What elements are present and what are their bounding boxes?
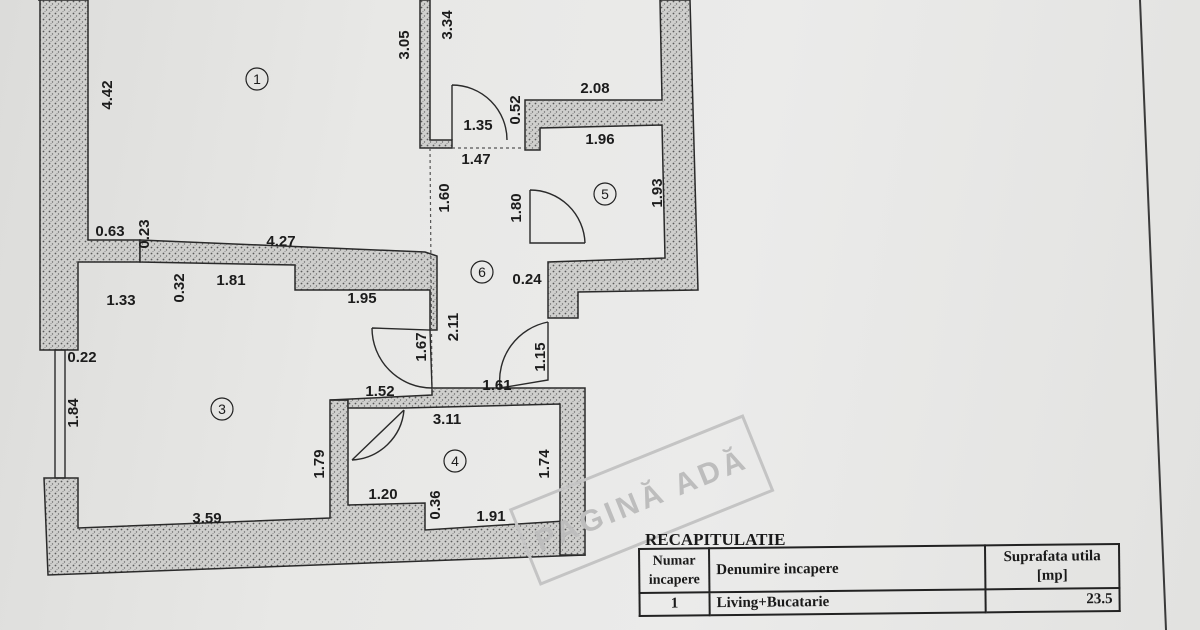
dim-label: 1.91 bbox=[476, 508, 505, 525]
dim-label: 3.59 bbox=[192, 510, 221, 527]
recap-table: Numar incapere Denumire incapere Suprafa… bbox=[638, 543, 1121, 617]
svg-text:4: 4 bbox=[451, 453, 459, 469]
row-name: Living+Bucatarie bbox=[709, 589, 986, 616]
room-marker-4: 4 bbox=[443, 449, 467, 473]
dim-label: 1.60 bbox=[436, 183, 453, 212]
dim-label: 1.33 bbox=[106, 292, 135, 309]
door-room3 bbox=[371, 327, 433, 389]
door-room4 bbox=[351, 409, 405, 461]
wall-room4-top bbox=[329, 387, 586, 556]
room-marker-5: 5 bbox=[593, 182, 617, 206]
dim-label: 2.11 bbox=[445, 313, 462, 341]
dim-label: 1.74 bbox=[536, 449, 553, 479]
dim-label: 0.32 bbox=[171, 273, 188, 302]
row-area: 23.5 bbox=[985, 587, 1120, 613]
svg-text:3: 3 bbox=[218, 401, 226, 417]
dim-label: 0.63 bbox=[95, 223, 124, 240]
page-frame-line bbox=[1139, 0, 1167, 630]
dim-label: 1.84 bbox=[65, 398, 82, 428]
recap-title: RECAPITULATIE bbox=[645, 530, 786, 549]
dim-label: 2.08 bbox=[580, 80, 609, 97]
room-marker-1: 1 bbox=[245, 67, 269, 91]
dim-label: 1.80 bbox=[508, 193, 525, 222]
header-area: Suprafata utila [mp] bbox=[984, 543, 1120, 590]
dim-label: 4.42 bbox=[99, 80, 116, 109]
dim-label: 1.47 bbox=[461, 151, 490, 168]
dim-label: 1.35 bbox=[463, 117, 492, 134]
dim-label: 1.67 bbox=[413, 332, 430, 361]
dim-label: 0.36 bbox=[427, 490, 444, 519]
room-marker-3: 3 bbox=[210, 397, 234, 421]
dim-label: 1.96 bbox=[585, 131, 614, 148]
svg-text:5: 5 bbox=[601, 186, 609, 202]
dim-label: 0.23 bbox=[136, 219, 153, 248]
wall-room1-room3 bbox=[139, 239, 438, 331]
door-main bbox=[498, 321, 549, 389]
dim-label: 1.95 bbox=[347, 290, 376, 307]
window-left bbox=[54, 349, 66, 479]
recap-header-row: Numar incapere Denumire incapere Suprafa… bbox=[639, 543, 1120, 593]
header-number: Numar incapere bbox=[639, 548, 710, 593]
dim-label: 4.27 bbox=[266, 233, 295, 250]
dim-label: 1.52 bbox=[365, 383, 394, 400]
wall-left-lower bbox=[43, 399, 586, 576]
door-room1 bbox=[451, 84, 508, 141]
dim-label: 3.05 bbox=[396, 30, 413, 59]
dim-label: 1.79 bbox=[311, 449, 328, 478]
room-marker-6: 6 bbox=[470, 260, 494, 284]
dim-label: 0.24 bbox=[512, 271, 542, 288]
dim-label: 1.15 bbox=[532, 342, 549, 371]
row-number: 1 bbox=[639, 592, 710, 616]
dim-label: 0.52 bbox=[507, 95, 524, 124]
header-name: Denumire incapere bbox=[709, 545, 986, 593]
table-row: 1 Living+Bucatarie 23.5 bbox=[639, 587, 1120, 616]
door-room5 bbox=[529, 189, 586, 244]
dim-label: 1.61 bbox=[482, 377, 511, 394]
dim-label: 3.34 bbox=[439, 10, 456, 40]
dim-label: 3.11 bbox=[433, 411, 461, 428]
dashed-boundary-1 bbox=[429, 147, 433, 391]
svg-text:1: 1 bbox=[253, 71, 261, 87]
svg-text:6: 6 bbox=[478, 264, 486, 280]
dim-label: 1.20 bbox=[368, 486, 397, 503]
wall-right-upper bbox=[524, 0, 699, 319]
dim-label: 1.93 bbox=[649, 178, 666, 207]
dim-label: 1.81 bbox=[216, 272, 245, 289]
dim-label: 0.22 bbox=[67, 349, 96, 366]
wall-left-upper bbox=[38, 0, 141, 351]
